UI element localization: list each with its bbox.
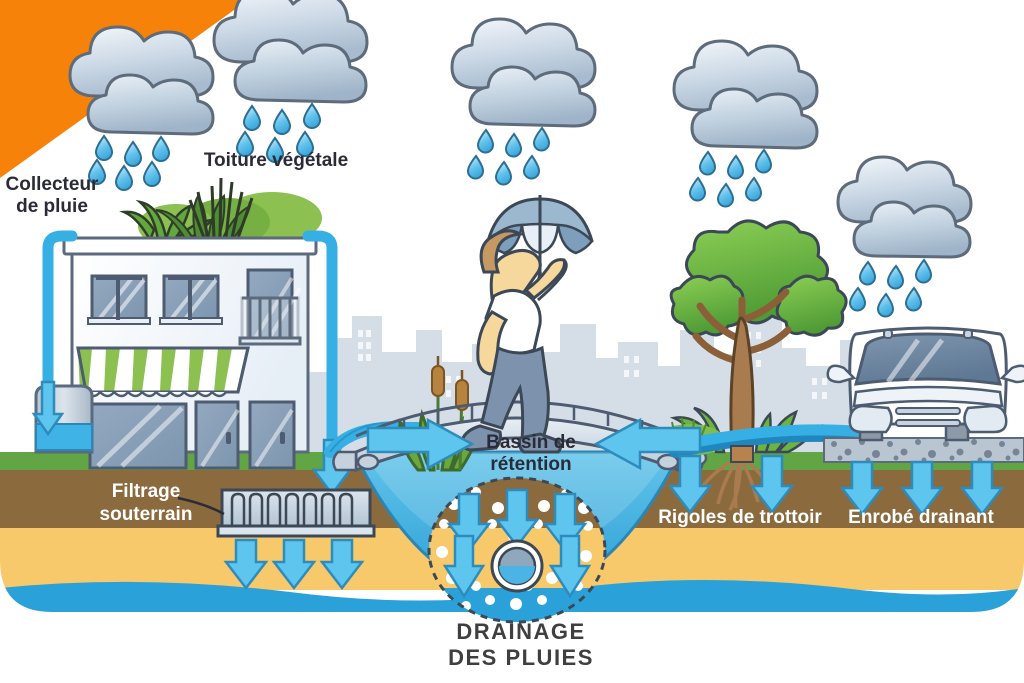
- street-tree: [656, 219, 848, 511]
- pavement-aggregate: [831, 439, 1020, 463]
- pond-inflow-arrow-left: [366, 417, 475, 471]
- underground-filter-line1: Filtrage: [112, 481, 181, 502]
- page-title: DRAINAGE DES PLUIES: [448, 619, 594, 670]
- bridge-abutment-left: [332, 450, 380, 472]
- title-line2: DES PLUIES: [448, 645, 594, 670]
- drain-pipe-cross-section: [490, 539, 544, 593]
- filter-outflow-arrows: [223, 538, 365, 591]
- label-gutter-channels: Rigoles de trottoir: [658, 507, 822, 528]
- underground-filter-unit: [216, 488, 376, 591]
- raindrop-group-3: [466, 126, 551, 186]
- pond-inflow-arrow-right: [593, 417, 702, 471]
- rain-cloud-4: [672, 39, 819, 150]
- person-body: [460, 229, 568, 454]
- label-underground-filter: Filtrage souterrain: [100, 481, 193, 525]
- underground-filter-line2: souterrain: [100, 504, 193, 525]
- infiltration-chamber: [427, 476, 607, 624]
- raindrop-group-2: [235, 102, 322, 163]
- green-roof-vegetation: [119, 177, 322, 248]
- rain-collector-line1: Collecteur: [6, 174, 100, 195]
- barrel-inflow-arrow: [31, 380, 65, 437]
- porous-pavement: [823, 437, 1024, 463]
- shop-door-left: [194, 400, 240, 470]
- raindrop-group-1: [87, 134, 171, 191]
- raindrop-group-5: [848, 258, 933, 318]
- label-rain-collector: Collecteur de pluie: [6, 174, 100, 217]
- tree-foliage: [669, 219, 848, 337]
- infiltration-arrows: [442, 488, 592, 599]
- person-with-umbrella: [460, 195, 594, 454]
- label-green-roof: Toiture végétale: [204, 150, 348, 171]
- rain-cloud-3: [450, 17, 597, 128]
- rain-barrel: [31, 300, 94, 454]
- building-windows: [87, 268, 302, 346]
- car: [826, 326, 1024, 442]
- label-porous-asphalt: Enrobé drainant: [848, 507, 994, 528]
- rain-cloud-2: [212, 0, 369, 104]
- tree-trunk: [729, 316, 755, 454]
- filter-leader-line: [177, 496, 225, 516]
- label-retention-basin: Bassin de rétention: [486, 432, 576, 475]
- balcony: [238, 296, 302, 346]
- title-line1: DRAINAGE: [456, 619, 585, 644]
- rain-collector-line2: de pluie: [16, 196, 88, 217]
- pavement-infiltration-arrows: [839, 460, 1005, 517]
- storefront: [88, 400, 296, 470]
- rain-cloud-5: [836, 155, 973, 259]
- awning: [76, 346, 250, 398]
- retention-basin-line1: Bassin de: [486, 432, 576, 453]
- gutter-infiltration-arrows: [667, 454, 795, 515]
- roof-grass-blades: [188, 177, 254, 239]
- raindrop-group-4: [688, 148, 773, 208]
- shop-door-right: [248, 400, 296, 470]
- retention-basin-line2: rétention: [490, 454, 571, 475]
- rain-cloud-1: [68, 25, 215, 136]
